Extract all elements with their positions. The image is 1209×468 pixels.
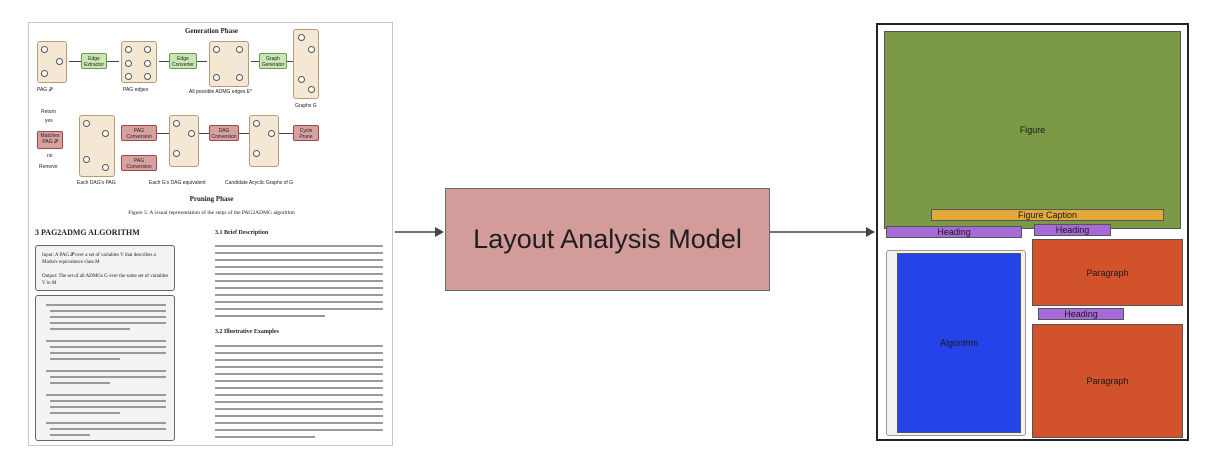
no-label: no <box>47 153 53 159</box>
dag-conversion-step: DAG Conversion <box>209 125 239 141</box>
paragraph-region-2: Paragraph <box>1032 324 1183 438</box>
pag-edges-box <box>121 41 157 83</box>
algorithm-input-text: Input: A PAG 𝒫 over a set of variables V… <box>42 253 156 265</box>
heading-region-3: Heading <box>1038 308 1124 320</box>
candidate-graphs-box <box>249 115 279 167</box>
generation-phase-title: Generation Phase <box>184 27 239 35</box>
graphs-g-label: Graphs G <box>295 103 317 109</box>
paragraph-3-1-text <box>215 241 383 325</box>
dag-equivalent-label: Each G's DAG equivalent <box>149 180 206 186</box>
heading-region-1: Heading <box>886 226 1022 238</box>
pag-edges-label: PAG edges <box>123 87 149 93</box>
algorithm-region: Algorithm <box>897 253 1021 433</box>
layout-output-page: Figure Figure Caption Heading Heading Al… <box>876 23 1189 441</box>
algorithm-steps-box <box>35 295 175 441</box>
pag-conversion-step-2: PAG Conversion <box>121 155 157 171</box>
return-label: Return <box>41 109 57 115</box>
pruning-phase-title: Pruning Phase <box>189 195 234 203</box>
all-admg-edges-label: All possible ADMG edges E* <box>189 89 253 95</box>
cycle-prune-step: Cycle Prune <box>293 125 319 141</box>
admg-edges-box <box>209 41 249 87</box>
remove-label: Remove <box>39 164 58 170</box>
pag-label: PAG 𝒫 <box>37 87 53 93</box>
each-dag-pag-label: Each DAG's PAG <box>77 180 116 186</box>
arrow-to-layout-icon <box>770 227 875 237</box>
source-document-page: Generation Phase PAG 𝒫 Edge Extractor PA… <box>28 22 393 446</box>
arrow-to-model-icon <box>395 227 444 237</box>
algorithm-output-text: Output: The set of all ADMGs G over the … <box>42 274 169 286</box>
figure-region: Figure <box>884 31 1181 229</box>
each-dag-pag-box <box>79 115 115 177</box>
paragraph-3-2-text <box>215 341 383 441</box>
edge-converter-step: Edge Converter <box>169 53 197 69</box>
matches-pag-step: Matches PAG 𝒫 <box>37 131 63 149</box>
figure-caption-region: Figure Caption <box>931 209 1164 221</box>
dag-equivalent-box <box>169 115 199 167</box>
heading-region-2: Heading <box>1034 224 1111 236</box>
candidate-graphs-label: Candidate Acyclic Graphs of G <box>225 180 294 186</box>
pag-graph-box <box>37 41 67 83</box>
figure-caption-text: Figure 5: A visual representation of the… <box>128 210 295 216</box>
algorithm-io-box: Input: A PAG 𝒫 over a set of variables V… <box>35 245 175 291</box>
paragraph-region-1: Paragraph <box>1032 239 1183 306</box>
section-3-2-heading: 3.2 Illustrative Examples <box>215 329 279 335</box>
section-3-heading: 3 PAG2ADMG ALGORITHM <box>35 228 140 237</box>
pag-conversion-step-1: PAG Conversion <box>121 125 157 141</box>
graphs-g-box <box>293 29 319 99</box>
layout-analysis-model-box: Layout Analysis Model <box>445 188 770 291</box>
graph-generator-step: Graph Generator <box>259 53 287 69</box>
edge-extractor-step: Edge Extractor <box>81 53 107 69</box>
section-3-1-heading: 3.1 Brief Description <box>215 230 269 236</box>
yes-label: yes <box>45 118 53 124</box>
